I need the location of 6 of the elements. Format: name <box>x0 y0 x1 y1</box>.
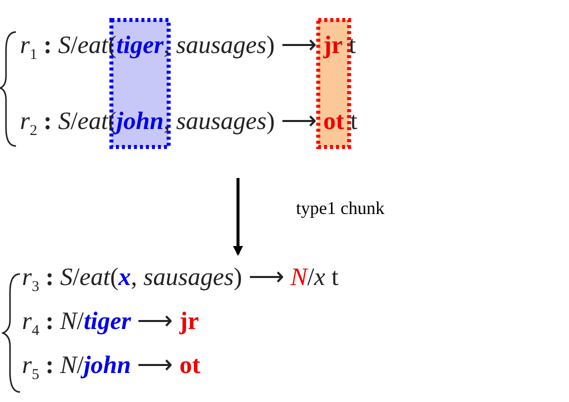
rule-formula: r$_{4}$ : N/tiger ⟶ jr <box>22 307 199 340</box>
rule-formula: r$_{2}$ : S/eat(john, sausages) ⟶ ot t <box>20 107 358 140</box>
rule-formula: r$_{3}$ : S/eat(x, sausages) ⟶ N/x t <box>22 263 338 296</box>
arrow <box>233 178 243 256</box>
rule-formula: r$_{5}$ : N/john ⟶ ot <box>22 351 200 384</box>
rule-formula: r$_{1}$ : S/eat(tiger, sausages) ⟶ jr t <box>20 31 356 64</box>
